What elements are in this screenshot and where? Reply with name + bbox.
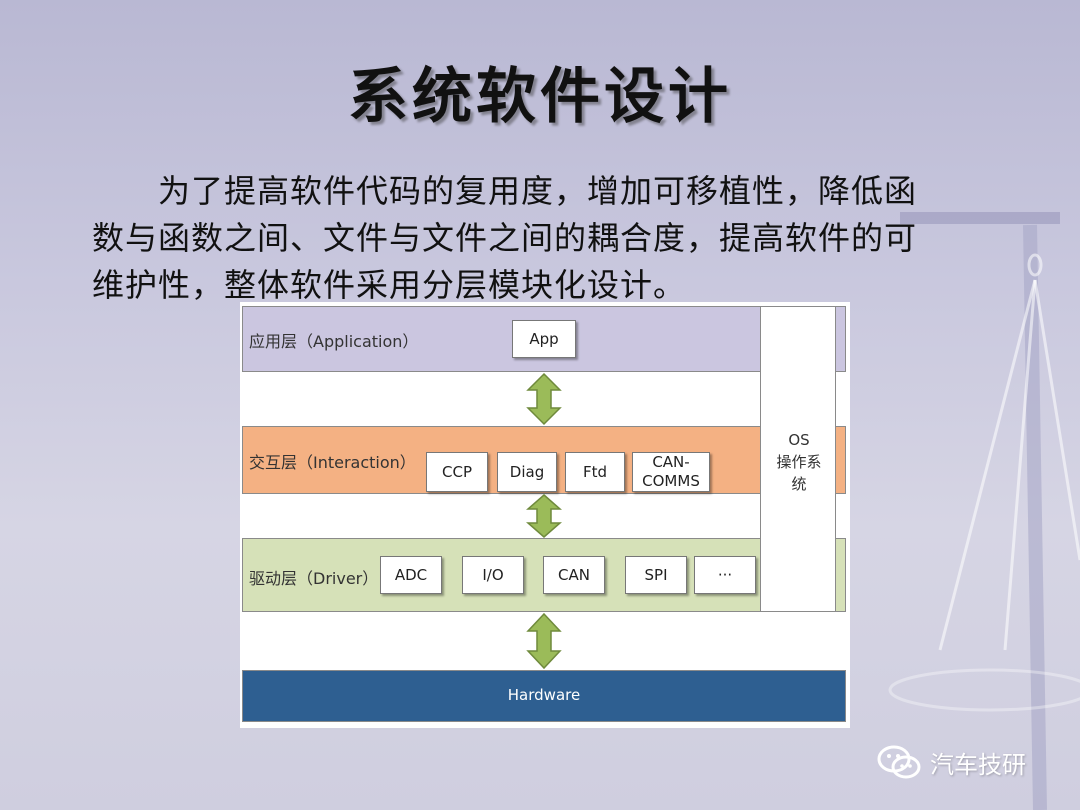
double-arrow-icon — [526, 612, 562, 670]
wechat-icon — [877, 745, 921, 779]
ccp-module: CCP — [426, 452, 488, 492]
ftd-module: Ftd — [565, 452, 625, 492]
interaction-layer-label: 交互层（Interaction） — [249, 453, 416, 472]
hardware-layer: Hardware — [242, 670, 846, 722]
intro-paragraph: 为了提高软件代码的复用度，增加可移植性，降低函数与函数之间、文件与文件之间的耦合… — [92, 172, 918, 304]
os-column: OS 操作系统 — [760, 306, 836, 612]
can-module: CAN — [543, 556, 605, 594]
os-label-cn: 操作系统 — [776, 453, 822, 493]
diag-module: Diag — [497, 452, 557, 492]
slide-title: 系统软件设计 — [348, 62, 732, 132]
spi-module: SPI — [625, 556, 687, 594]
double-arrow-icon — [526, 494, 562, 538]
can-comms-module: CAN-COMMS — [632, 452, 710, 492]
adc-module: ADC — [380, 556, 442, 594]
hardware-label: Hardware — [507, 686, 581, 704]
more-module: ··· — [694, 556, 756, 594]
wechat-watermark: 汽车技研 — [876, 740, 1026, 784]
app-module: App — [512, 320, 576, 358]
os-label: OS — [788, 431, 810, 449]
application-layer-label: 应用层（Application） — [249, 332, 419, 351]
double-arrow-icon — [526, 372, 562, 426]
layered-architecture-diagram: 应用层（Application） App 交互层（Interaction） CC… — [240, 302, 850, 728]
driver-layer-label: 驱动层（Driver） — [249, 569, 379, 588]
io-module: I/O — [462, 556, 524, 594]
watermark-text: 汽车技研 — [930, 750, 1026, 779]
